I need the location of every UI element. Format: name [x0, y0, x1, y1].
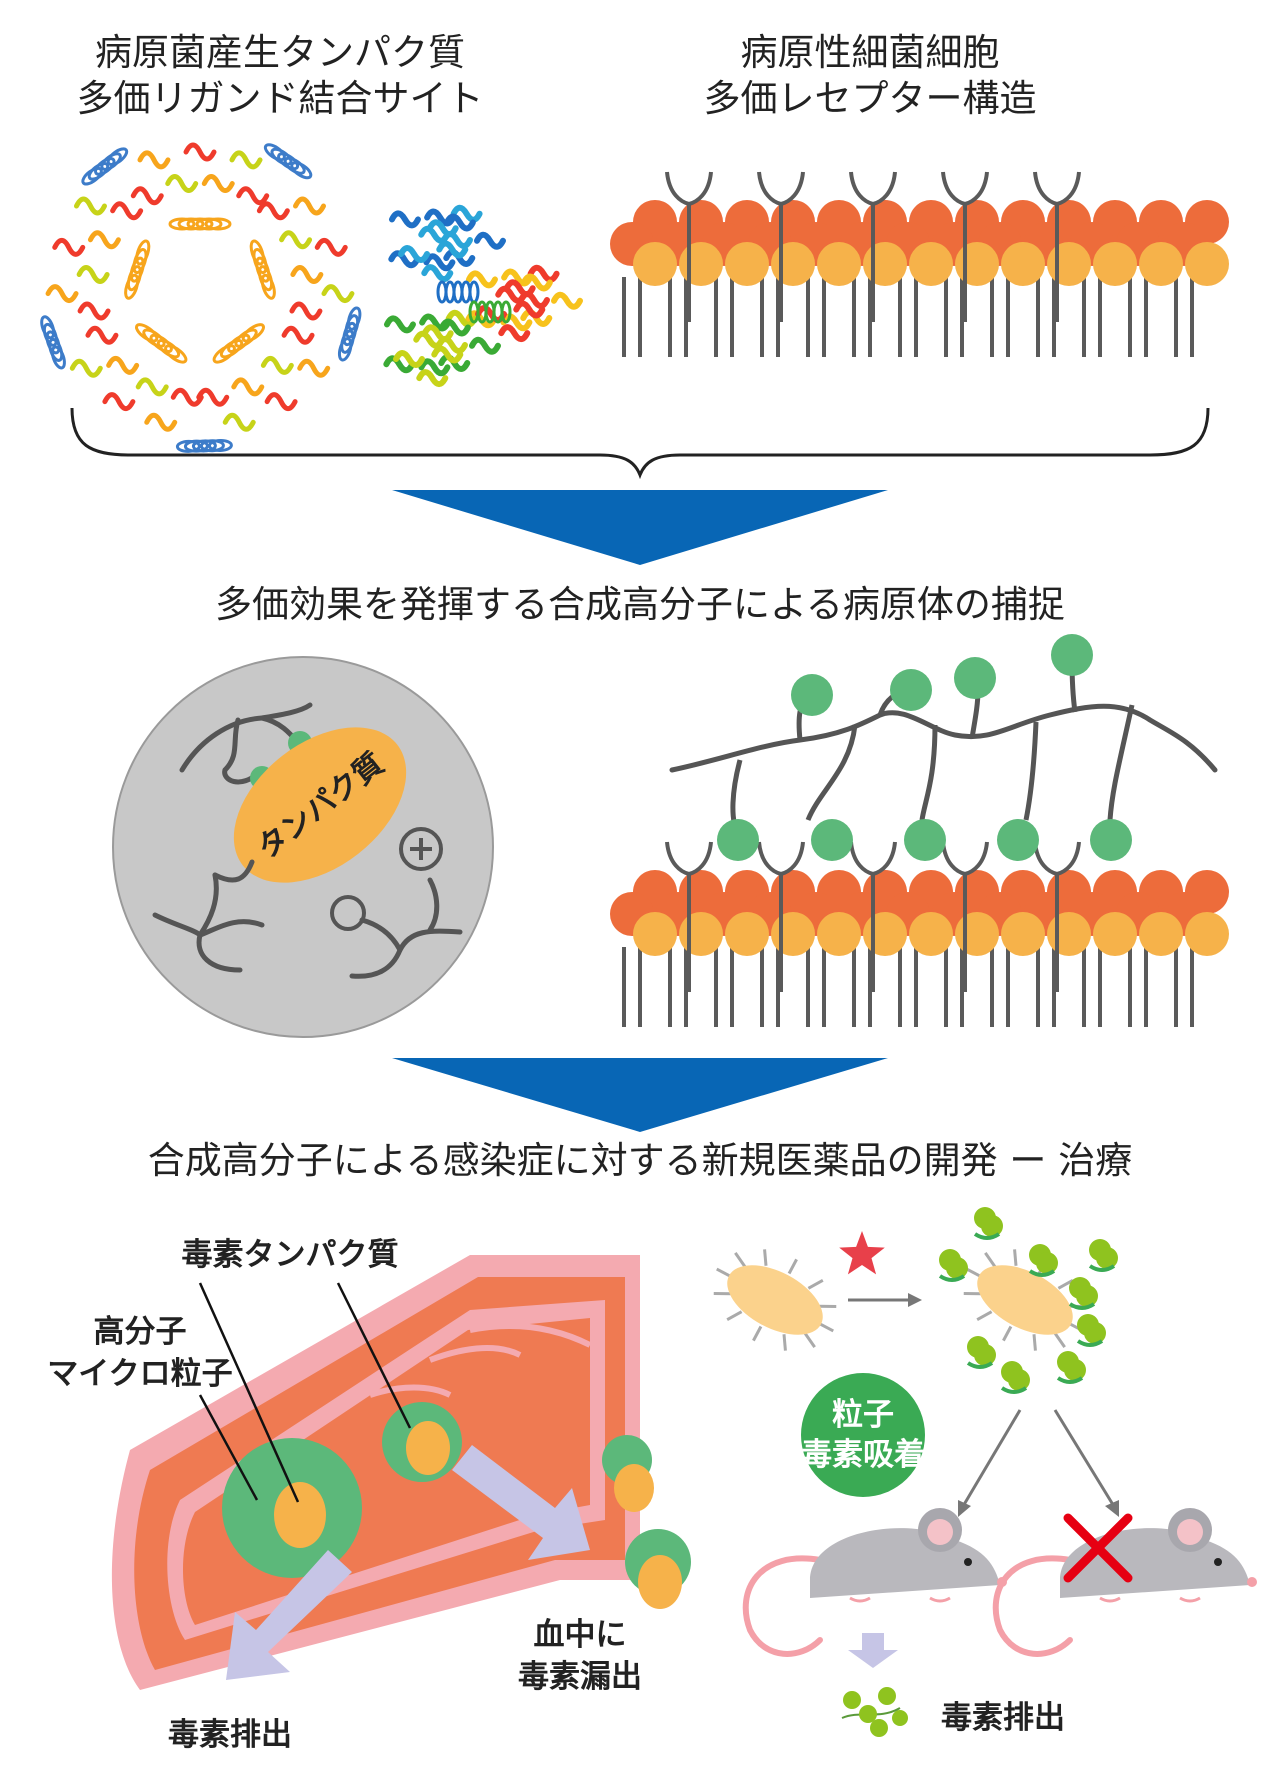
microparticle-large	[222, 1438, 362, 1578]
particle-adsorb-badge	[801, 1373, 925, 1497]
pentamer-protein-icon	[40, 142, 362, 453]
outcome-arrows	[958, 1409, 1119, 1517]
leak-arrow	[452, 1445, 590, 1560]
bacterium-lysed-icon	[963, 1249, 1087, 1351]
blood-leak-line1: 血中に	[533, 1617, 627, 1653]
adsorb-label-line2: 毒素吸着	[801, 1437, 925, 1473]
bacterial-membrane-top	[610, 171, 1229, 357]
toxin-leader-line	[336, 1282, 412, 1429]
down-arrow-2	[392, 1058, 888, 1132]
microparticle-label-line1: 高分子	[93, 1314, 187, 1350]
excretion-arrow-left	[226, 1550, 352, 1680]
toxin-molecules	[938, 1207, 1118, 1394]
trimer-protein-icon	[383, 204, 583, 388]
mouse-dead-icon	[992, 1508, 1257, 1657]
toxin-protein-label: 毒素タンパク質	[181, 1237, 399, 1273]
microparticle-small	[382, 1402, 462, 1482]
blood-vessel	[111, 1255, 641, 1690]
left-title-line1: 病原菌産生タンパク質	[95, 31, 465, 74]
right-title-line1: 病原性細菌細胞	[740, 31, 1000, 74]
left-title-line2: 多価リガンド結合サイト	[76, 77, 484, 120]
right-title-line2: 多価レセプター構造	[703, 77, 1037, 120]
protein-binding-zoom	[112, 656, 494, 1038]
excreted-toxin-cluster	[841, 1687, 908, 1737]
grouping-brace	[70, 407, 1210, 480]
red-star-icon	[839, 1231, 885, 1275]
excretion-arrow-right	[848, 1633, 898, 1668]
leaked-toxin-particles	[602, 1435, 691, 1609]
middle-heading: 多価効果を発揮する合成高分子による病原体の捕捉	[215, 583, 1065, 626]
microparticle-leader-line	[198, 1394, 259, 1501]
excretion-left-label: 毒素排出	[168, 1717, 292, 1753]
bottom-heading: 合成高分子による感染症に対する新規医薬品の開発 ー 治療	[147, 1139, 1133, 1182]
polymer-membrane-capture	[610, 634, 1229, 1027]
adsorb-label-line1: 粒子	[832, 1397, 894, 1433]
bacterium-icon	[713, 1249, 837, 1351]
microparticle-label-line2: マイクロ粒子	[47, 1356, 233, 1392]
mouse-survived-icon	[742, 1508, 1007, 1657]
excretion-right-label: 毒素排出	[941, 1700, 1065, 1736]
cross-mark-icon	[1063, 1513, 1133, 1583]
toxin-leader-line-2	[198, 1282, 300, 1503]
blood-leak-line2: 毒素漏出	[518, 1659, 642, 1695]
down-arrow-1	[392, 490, 888, 565]
